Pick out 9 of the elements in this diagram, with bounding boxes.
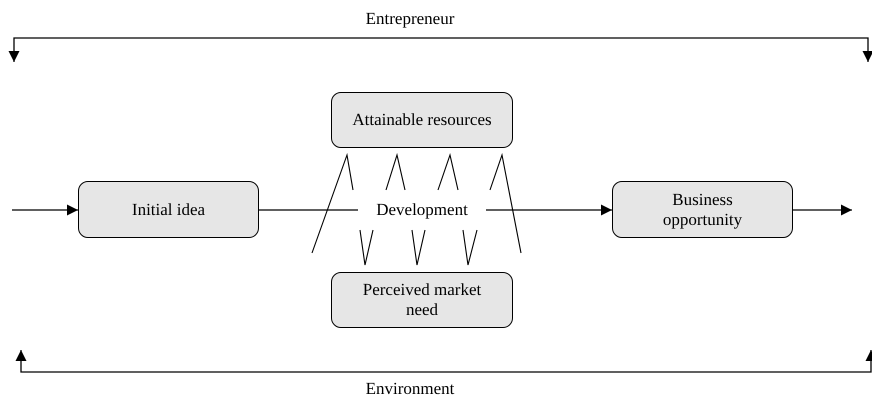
arrow: [12, 204, 78, 216]
process-box: Business opportunity: [612, 181, 793, 238]
arrow: [486, 204, 612, 216]
process-box: Attainable resources: [331, 92, 513, 148]
process-box: Perceived market need: [331, 272, 513, 328]
arrow: [793, 204, 852, 216]
bracket-label: Entrepreneur: [366, 9, 454, 29]
process-box: Initial idea: [78, 181, 259, 238]
bracket-label: Environment: [366, 379, 454, 399]
